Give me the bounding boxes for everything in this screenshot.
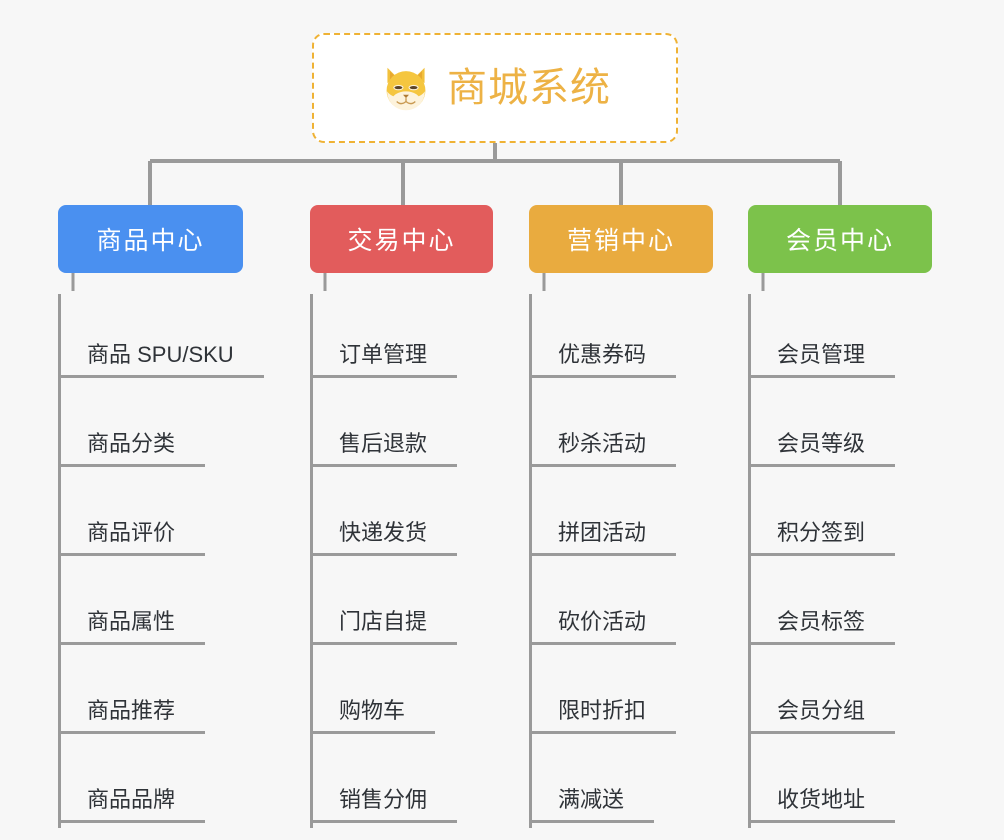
list-item[interactable]: 商品属性 (61, 561, 264, 650)
list-item[interactable]: 会员等级 (751, 383, 932, 472)
leaf-label: 快递发货 (313, 515, 458, 556)
leaf-list-marketing: 优惠券码 秒杀活动 拼团活动 砍价活动 限时折扣 满减送 (529, 294, 713, 828)
list-item[interactable]: 快递发货 (313, 472, 493, 561)
leaf-list-product: 商品 SPU/SKU 商品分类 商品评价 商品属性 商品推荐 商品品牌 (58, 294, 264, 828)
leaf-label: 商品属性 (61, 604, 206, 645)
list-item[interactable]: 销售分佣 (313, 739, 493, 828)
leaf-label: 商品推荐 (61, 693, 206, 734)
list-item[interactable]: 商品评价 (61, 472, 264, 561)
leaf-label: 限时折扣 (532, 693, 677, 734)
list-item[interactable]: 商品推荐 (61, 650, 264, 739)
list-item[interactable]: 商品 SPU/SKU (61, 294, 264, 383)
leaf-label: 优惠券码 (532, 337, 677, 378)
leaf-label: 秒杀活动 (532, 426, 677, 467)
list-item[interactable]: 满减送 (532, 739, 713, 828)
leaf-label: 门店自提 (313, 604, 458, 645)
leaf-label: 购物车 (313, 693, 436, 734)
list-item[interactable]: 会员管理 (751, 294, 932, 383)
leaf-label: 收货地址 (751, 782, 896, 823)
list-item[interactable]: 积分签到 (751, 472, 932, 561)
leaf-label: 售后退款 (313, 426, 458, 467)
list-item[interactable]: 会员标签 (751, 561, 932, 650)
shiba-dog-face-icon (386, 67, 426, 111)
leaf-label: 会员标签 (751, 604, 896, 645)
leaf-list-trade: 订单管理 售后退款 快递发货 门店自提 购物车 销售分佣 (310, 294, 493, 828)
list-item[interactable]: 收货地址 (751, 739, 932, 828)
leaf-label: 商品 SPU/SKU (61, 337, 264, 378)
list-item[interactable]: 门店自提 (313, 561, 493, 650)
root-node[interactable]: 商城系统 (312, 33, 678, 143)
category-header-trade[interactable]: 交易中心 (310, 205, 493, 273)
category-label: 交易中心 (347, 227, 456, 255)
leaf-label: 满减送 (532, 782, 655, 823)
list-item[interactable]: 售后退款 (313, 383, 493, 472)
list-item[interactable]: 拼团活动 (532, 472, 713, 561)
list-item[interactable]: 砍价活动 (532, 561, 713, 650)
category-label: 商品中心 (96, 227, 205, 255)
leaf-label: 商品品牌 (61, 782, 206, 823)
category-label: 营销中心 (566, 227, 675, 255)
leaf-label: 积分签到 (751, 515, 896, 556)
leaf-label: 商品分类 (61, 426, 206, 467)
leaf-label: 销售分佣 (313, 782, 458, 823)
leaf-label: 订单管理 (313, 337, 458, 378)
list-item[interactable]: 购物车 (313, 650, 493, 739)
list-item[interactable]: 限时折扣 (532, 650, 713, 739)
list-item[interactable]: 商品品牌 (61, 739, 264, 828)
category-header-member[interactable]: 会员中心 (748, 205, 932, 273)
leaf-label: 会员管理 (751, 337, 896, 378)
category-column-marketing: 营销中心 优惠券码 秒杀活动 拼团活动 砍价活动 限时折扣 满减送 (529, 205, 713, 828)
category-column-product: 商品中心 商品 SPU/SKU 商品分类 商品评价 商品属性 商品推荐 商品品牌 (58, 205, 264, 828)
category-header-product[interactable]: 商品中心 (58, 205, 243, 273)
list-item[interactable]: 订单管理 (313, 294, 493, 383)
category-column-trade: 交易中心 订单管理 售后退款 快递发货 门店自提 购物车 销售分佣 (310, 205, 493, 828)
leaf-label: 拼团活动 (532, 515, 677, 556)
leaf-label: 会员分组 (751, 693, 896, 734)
category-header-marketing[interactable]: 营销中心 (529, 205, 713, 273)
list-item[interactable]: 秒杀活动 (532, 383, 713, 472)
category-label: 会员中心 (785, 227, 894, 255)
leaf-list-member: 会员管理 会员等级 积分签到 会员标签 会员分组 收货地址 (748, 294, 932, 828)
list-item[interactable]: 会员分组 (751, 650, 932, 739)
leaf-label: 商品评价 (61, 515, 206, 556)
leaf-label: 会员等级 (751, 426, 896, 467)
list-item[interactable]: 商品分类 (61, 383, 264, 472)
category-column-member: 会员中心 会员管理 会员等级 积分签到 会员标签 会员分组 收货地址 (748, 205, 932, 828)
root-title: 商城系统 (447, 66, 611, 110)
list-item[interactable]: 优惠券码 (532, 294, 713, 383)
leaf-label: 砍价活动 (532, 604, 677, 645)
